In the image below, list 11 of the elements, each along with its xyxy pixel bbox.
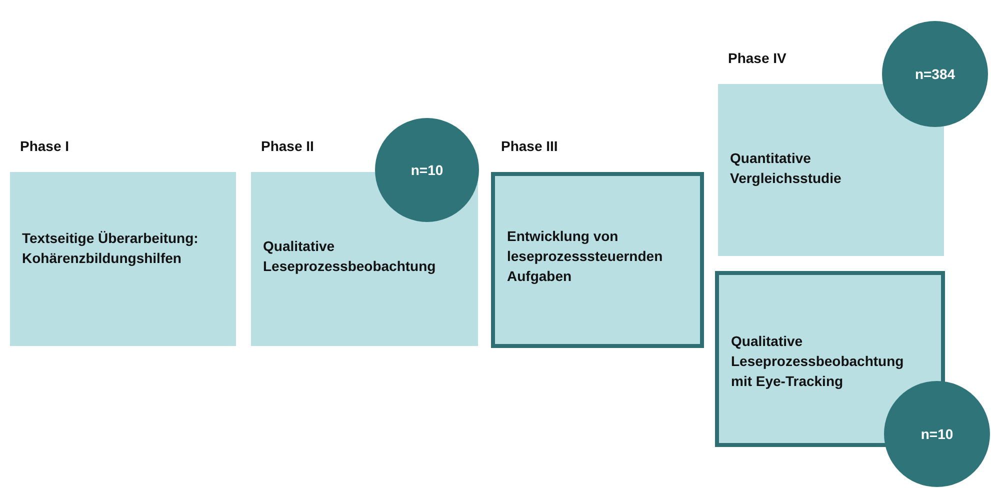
- sample-size-circle: n=10: [375, 118, 479, 222]
- phase-description: Textseitige Überarbeitung: Kohärenzbildungshilfen: [22, 229, 200, 268]
- sample-size-circle: n=384: [882, 21, 988, 127]
- phase-heading: Phase III: [501, 138, 558, 154]
- phase-heading: Phase IV: [728, 50, 786, 66]
- phase-heading: Phase I: [20, 138, 70, 154]
- phase-heading: Phase II: [261, 138, 314, 154]
- phase-description: Qualitative Leseprozessbeobachtung: [263, 237, 437, 276]
- phase-description: Entwicklung von leseprozesssteuernden Aufgaben: [507, 227, 664, 286]
- phase-description: Quantitative Vergleichsstudie: [730, 149, 842, 188]
- sample-size-circle: n=10: [884, 381, 990, 487]
